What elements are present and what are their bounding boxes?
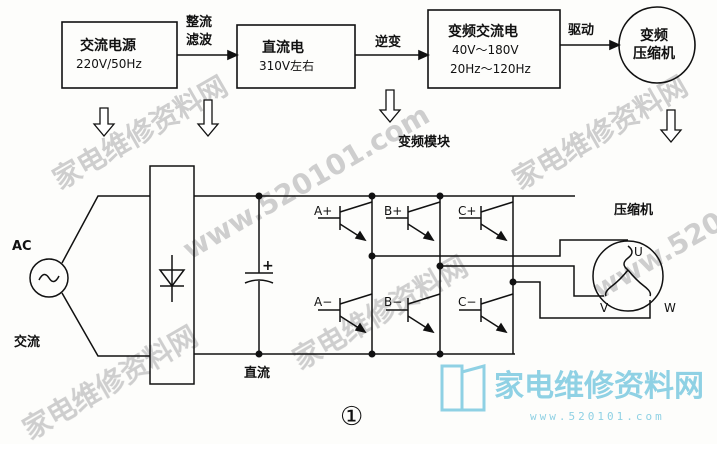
transistor-label: B+ <box>384 204 402 218</box>
transistor-c-minus <box>459 293 514 334</box>
watermark-url: www.520101.com <box>587 138 717 306</box>
down-arrow-icon <box>659 109 683 144</box>
sine-icon <box>38 273 60 283</box>
rectify-label-2: 滤波 <box>186 32 213 48</box>
compressor-label: 压缩机 <box>614 202 653 218</box>
watermark-text: 家电维修资料网 <box>287 249 473 376</box>
transistor-a-minus <box>318 293 373 334</box>
logo-url: www.520101.com <box>530 410 665 423</box>
vf-ac-voltage: 40V～180V <box>452 43 519 57</box>
vf-ac-box <box>427 9 561 89</box>
site-logo: 家电维修资料网 www.520101.com <box>440 364 704 423</box>
transistor-b-minus <box>386 293 441 334</box>
transistor-label: C− <box>458 295 476 309</box>
ac-label: AC <box>12 239 32 254</box>
watermark-text: 家电维修资料网 <box>17 319 203 444</box>
compressor-circle <box>618 6 696 84</box>
cap-plus-label: + <box>262 258 274 274</box>
vf-ac-frequency: 20Hz～120Hz <box>450 62 531 76</box>
dc-label: 直流 <box>244 365 270 381</box>
vf-ac-title: 变频交流电 <box>448 23 518 40</box>
transistor-c-plus <box>459 201 514 242</box>
ac-source-symbol <box>29 258 69 298</box>
rectify-label-1: 整流 <box>185 14 212 30</box>
rectifier-bridge <box>149 165 195 385</box>
drive-label: 驱动 <box>568 23 594 38</box>
ac-source-box <box>61 21 178 89</box>
compressor-title-1: 变频 <box>640 27 668 44</box>
dc-box <box>236 24 356 89</box>
compressor-title-2: 压缩机 <box>633 45 675 62</box>
invert-label: 逆变 <box>375 34 401 50</box>
terminal-v: V <box>600 301 609 315</box>
down-arrow-icon <box>196 99 220 138</box>
down-arrows <box>92 89 683 144</box>
terminal-u: U <box>634 245 643 259</box>
watermark-url: www.520101.com <box>177 98 435 266</box>
terminal-w: W <box>664 301 676 315</box>
circuit-labels: AC 交流 直流 + 压缩机 A+ B+ C+ A− B− C− U V W ① <box>12 202 676 432</box>
dc-title: 直流电 <box>262 39 304 56</box>
transistor-label: C+ <box>458 204 476 218</box>
block-diagram <box>61 6 696 89</box>
down-arrow-icon <box>92 107 116 138</box>
figure-number: ① <box>340 402 363 432</box>
junction-dots <box>255 192 517 358</box>
transistor-label: A+ <box>314 204 332 218</box>
transistor-label: B− <box>384 295 402 309</box>
transistor-a-plus <box>318 201 373 242</box>
book-icon <box>440 364 486 412</box>
ac-source-spec: 220V/50Hz <box>76 57 142 71</box>
logo-text: 家电维修资料网 <box>494 369 704 404</box>
block-labels: 交流电源 220V/50Hz 直流电 310V左右 变频交流电 40V～180V… <box>76 14 675 150</box>
transistor-b-plus <box>386 201 441 242</box>
down-arrow-icon <box>378 89 402 124</box>
ac-source-label: 交流 <box>14 334 40 350</box>
motor-symbol <box>592 240 664 312</box>
circuit <box>29 165 664 385</box>
module-label: 变频模块 <box>398 134 451 150</box>
dc-spec: 310V左右 <box>259 58 314 73</box>
ac-source-title: 交流电源 <box>80 37 136 54</box>
transistor-label: A− <box>314 295 332 309</box>
